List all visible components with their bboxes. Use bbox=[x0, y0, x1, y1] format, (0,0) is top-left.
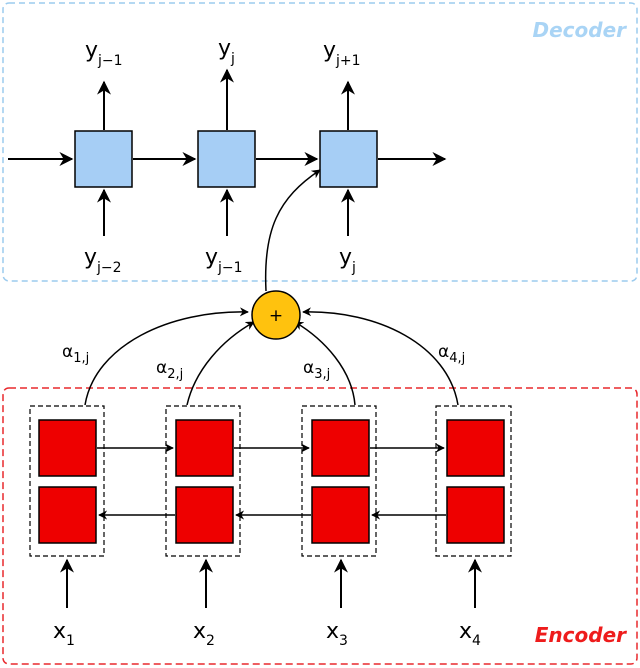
encoder-input-arrows bbox=[60, 558, 482, 608]
decoder-panel bbox=[2, 2, 638, 282]
encoder-input-label: x1 bbox=[53, 619, 75, 649]
encoder-group bbox=[165, 405, 241, 557]
attention-weight-label: α1,j bbox=[62, 342, 89, 366]
decoder-input-label: yj bbox=[339, 245, 356, 276]
encoder-input-label: x4 bbox=[459, 619, 481, 649]
attention-arc bbox=[302, 307, 459, 406]
encoder-input-label: x3 bbox=[326, 619, 348, 649]
attention-arcs bbox=[84, 307, 459, 406]
decoder-cells bbox=[74, 130, 378, 188]
encoder-group bbox=[301, 405, 377, 557]
encoder-backward-cell bbox=[311, 486, 370, 544]
decoder-output-label: yj−1 bbox=[85, 38, 123, 69]
decoder-input-label: yj−1 bbox=[205, 245, 243, 276]
attention-arc bbox=[186, 321, 255, 406]
decoder-output-label: yj bbox=[218, 36, 235, 67]
attention-arc bbox=[84, 307, 249, 406]
context-arrow bbox=[264, 169, 321, 292]
attention-arc bbox=[294, 321, 356, 406]
encoder-backward-cell bbox=[38, 486, 97, 544]
attention-weight-label: α4,j bbox=[438, 342, 465, 366]
encoder-panel bbox=[2, 387, 638, 665]
attention-sum-node bbox=[251, 290, 301, 340]
decoder-cell bbox=[197, 130, 256, 188]
encoder-forward-cell bbox=[38, 419, 97, 477]
encoder-cells bbox=[38, 419, 505, 544]
decoder-cell bbox=[319, 130, 378, 188]
encoder-groups bbox=[29, 405, 512, 557]
attention-weight-label: α3,j bbox=[303, 358, 330, 382]
decoder-vertical-arrows bbox=[97, 68, 355, 236]
encoder-forward-cell bbox=[175, 419, 234, 477]
encoder-backward-cell bbox=[175, 486, 234, 544]
encoder-input-label: x2 bbox=[193, 619, 215, 649]
encoder-forward-cell bbox=[446, 419, 505, 477]
decoder-title: Decoder bbox=[532, 18, 627, 42]
encoder-group bbox=[29, 405, 105, 557]
encoder-forward-cell bbox=[311, 419, 370, 477]
attention-weight-label: α2,j bbox=[156, 358, 183, 382]
decoder-cell bbox=[74, 130, 133, 188]
sum-symbol: + bbox=[269, 306, 283, 326]
decoder-input-label: yj−2 bbox=[84, 245, 122, 276]
encoder-backward-cell bbox=[446, 486, 505, 544]
encoder-title: Encoder bbox=[535, 623, 627, 647]
decoder-output-label: yj+1 bbox=[323, 38, 361, 69]
